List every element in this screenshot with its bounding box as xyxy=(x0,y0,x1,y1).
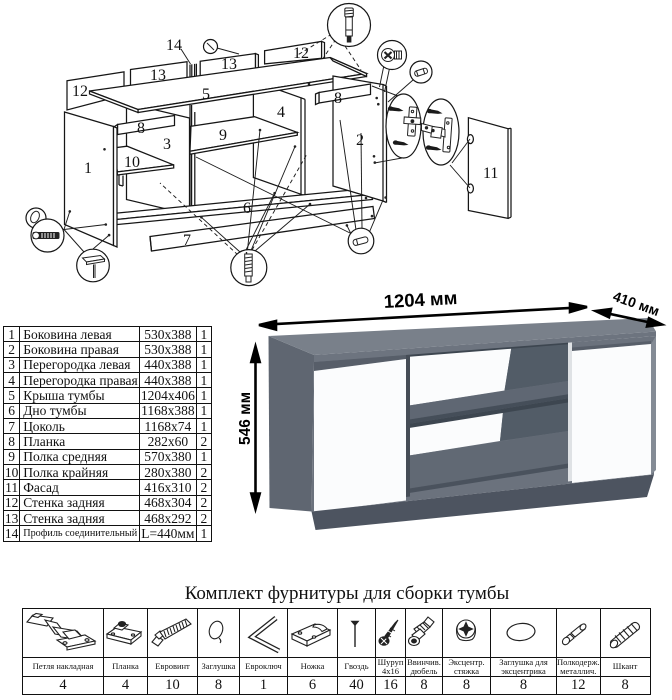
svg-text:10: 10 xyxy=(124,154,140,171)
svg-text:1: 1 xyxy=(84,160,92,177)
svg-text:12: 12 xyxy=(72,83,88,100)
svg-text:14: 14 xyxy=(166,37,182,54)
svg-text:4: 4 xyxy=(277,104,285,121)
svg-text:5: 5 xyxy=(202,86,210,103)
svg-text:9: 9 xyxy=(219,127,227,144)
svg-text:2: 2 xyxy=(356,132,364,149)
svg-text:1204 мм: 1204 мм xyxy=(383,287,458,312)
svg-text:6: 6 xyxy=(243,200,251,217)
svg-text:8: 8 xyxy=(137,120,145,137)
svg-text:13: 13 xyxy=(150,67,166,84)
svg-text:410 мм: 410 мм xyxy=(611,288,662,319)
svg-text:12: 12 xyxy=(293,45,309,62)
svg-text:546 мм: 546 мм xyxy=(237,392,254,445)
svg-text:7: 7 xyxy=(183,232,191,249)
svg-text:13: 13 xyxy=(221,56,237,73)
svg-text:8: 8 xyxy=(334,90,342,107)
svg-text:3: 3 xyxy=(163,136,171,153)
svg-text:11: 11 xyxy=(483,165,498,182)
